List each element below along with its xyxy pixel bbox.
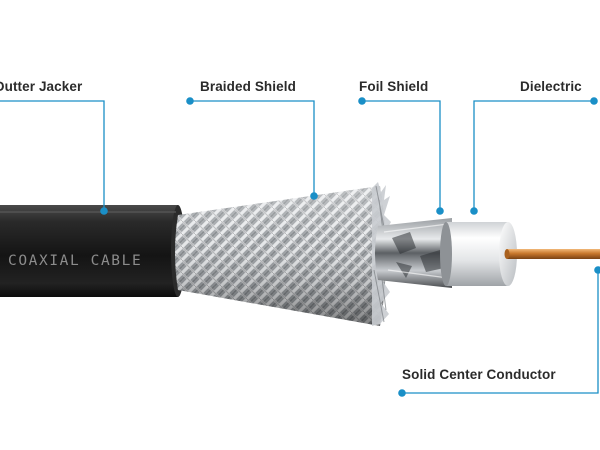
leader-line-foil-shield: [362, 100, 441, 211]
leader-line-braided-shield: [190, 100, 315, 196]
leader-dot: [186, 97, 194, 105]
label-dielectric: Dielectric: [520, 79, 582, 94]
label-outer-jacket: Outter Jacker: [0, 79, 83, 94]
leader-dot: [398, 389, 406, 397]
leader-dot: [310, 192, 318, 200]
leader-dots: [100, 97, 600, 397]
leader-dot: [594, 266, 600, 274]
leader-lines: [0, 100, 599, 394]
label-braided-shield: Braided Shield: [200, 79, 296, 94]
leader-dot: [358, 97, 366, 105]
dielectric-insulator: [440, 222, 517, 286]
outer-jacket: [0, 205, 185, 297]
label-center-conductor: Solid Center Conductor: [402, 367, 556, 382]
cable-print-text: COAXIAL CABLE: [8, 253, 142, 269]
leader-line-center-conductor: [402, 270, 599, 394]
label-foil-shield: Foil Shield: [359, 79, 429, 94]
leader-dot: [590, 97, 598, 105]
center-conductor: [504, 249, 600, 259]
leader-dot: [470, 207, 478, 215]
leader-line-dielectric: [473, 100, 594, 211]
braided-shield: [175, 182, 391, 326]
foil-shield: [375, 218, 452, 288]
leader-dot: [100, 207, 108, 215]
leader-line-outer-jacket: [0, 100, 105, 211]
leader-dot: [436, 207, 444, 215]
